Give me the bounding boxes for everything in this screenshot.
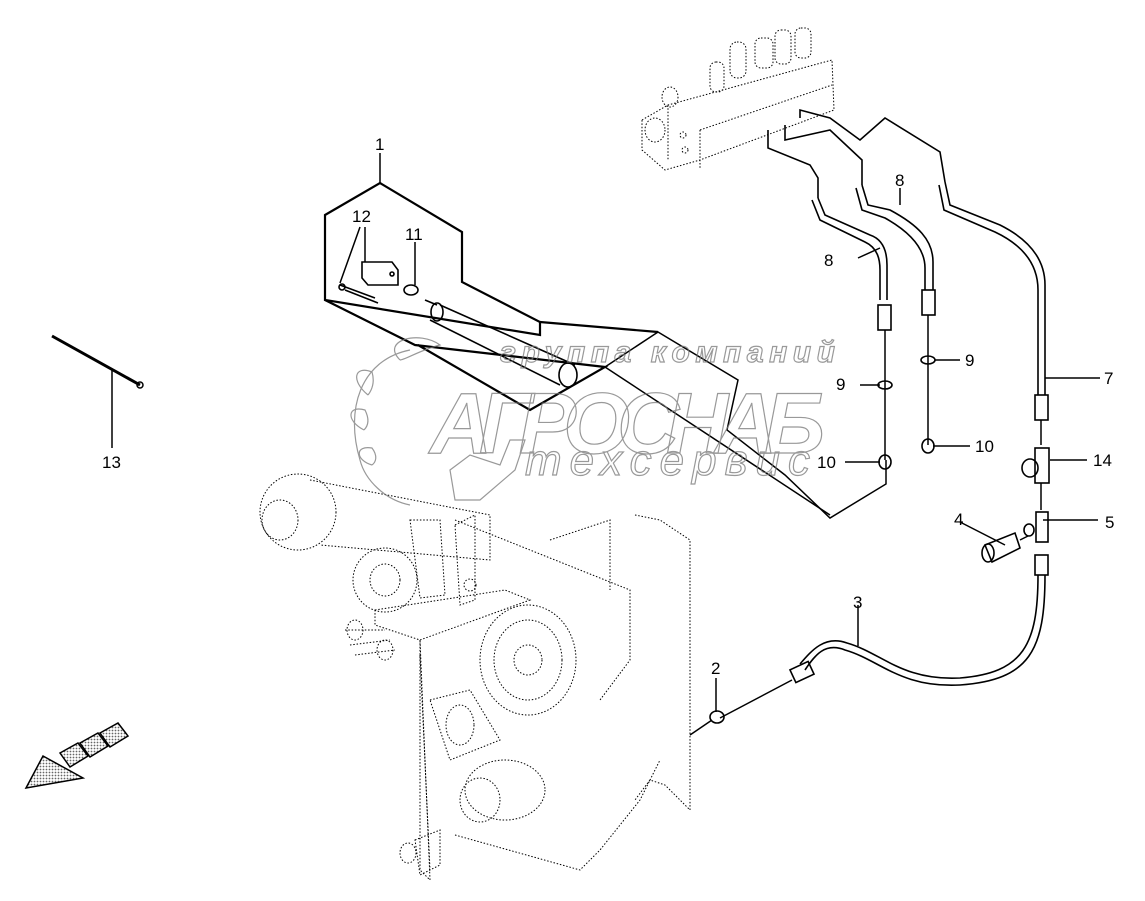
cylinder-part: [424, 299, 578, 388]
pipe-3: [689, 574, 1046, 736]
nut-part: [403, 284, 419, 296]
pipe-7: [938, 181, 1049, 445]
watermark-line2: АГРОСНАБ: [428, 376, 825, 472]
tee-fitting-14: [1021, 447, 1050, 510]
leader-lines: [111, 153, 1100, 712]
valve-block: [641, 27, 835, 171]
callout-3: 3: [853, 593, 862, 612]
callout-10-left: 10: [817, 453, 836, 472]
clevis-part: [338, 261, 399, 304]
watermark-line1: группа компаний: [500, 336, 835, 369]
cable-tie-13: [51, 334, 144, 389]
callout-2: 2: [711, 659, 720, 678]
pipes-from-valve: [767, 108, 946, 198]
callout-10-right: 10: [975, 437, 994, 456]
callout-9-left: 9: [836, 375, 845, 394]
pipe-8-left: [811, 197, 893, 470]
callout-1: 1: [375, 135, 384, 154]
callout-8-right: 8: [895, 171, 904, 190]
pipe-8-right: [855, 184, 936, 454]
callout-12: 12: [352, 207, 371, 226]
callout-4: 4: [954, 510, 963, 529]
callout-11: 11: [405, 225, 423, 244]
callout-7: 7: [1104, 369, 1113, 388]
watermark-wreath-icon: [350, 337, 526, 506]
callout-8-left: 8: [824, 251, 833, 270]
coupling-4: [981, 531, 1029, 564]
callouts: 1 2 3 4 5 7 8 8 9 9 10 10 11 12 13 14: [102, 135, 1114, 678]
front-arrow-icon: [24, 722, 130, 790]
watermark-line3: техсервис: [525, 436, 810, 485]
callout-13: 13: [102, 453, 121, 472]
callout-5: 5: [1105, 513, 1114, 532]
gearbox: [259, 473, 691, 882]
tee-fitting-5: [1023, 511, 1049, 576]
callout-14: 14: [1093, 451, 1112, 470]
watermark: группа компаний АГРОСНАБ техсервис: [350, 335, 836, 506]
callout-9-right: 9: [965, 351, 974, 370]
